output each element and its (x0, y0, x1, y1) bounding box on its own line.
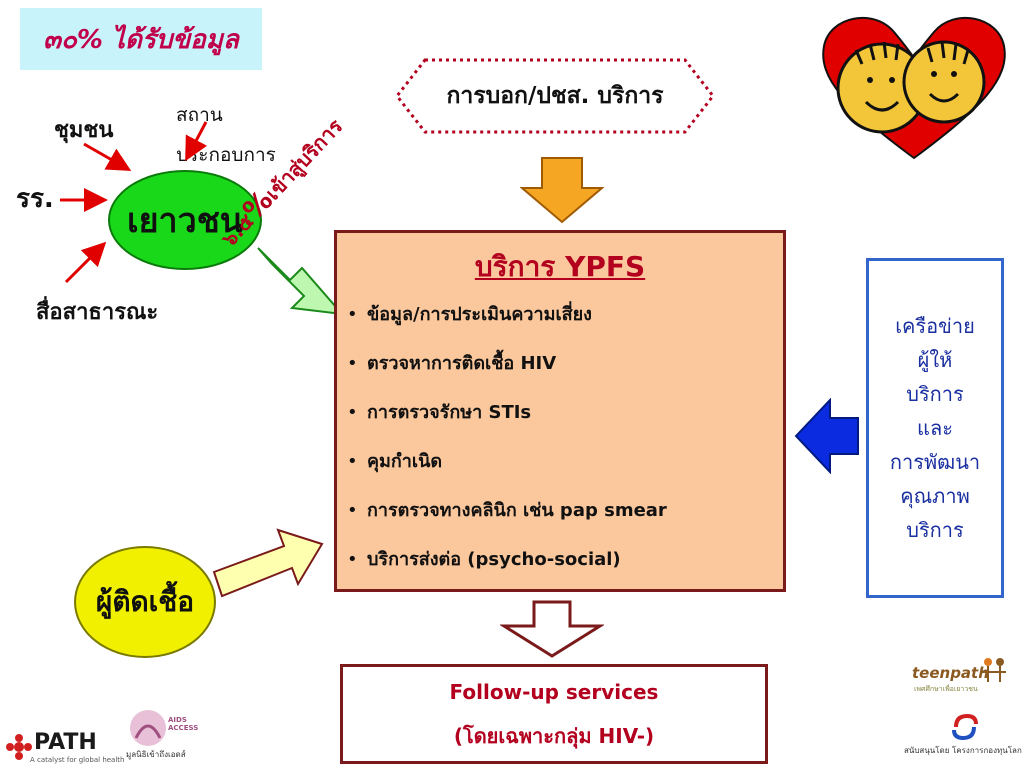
list-item: •คุมกำเนิด (347, 451, 443, 472)
sponsor-caption: สนับสนุนโดย โครงการกองทุนโลก (904, 746, 1022, 755)
network-line: และ (917, 416, 953, 440)
teenpath-subtitle: เพศศึกษาเพื่อเยาวชน (914, 685, 978, 693)
down-arrow-orange-icon (520, 157, 604, 224)
path-logo-icon (6, 734, 32, 760)
provider-hexagon-shape (395, 58, 715, 134)
ypfs-services-box: บริการ YPFS •ข้อมูล/การประเมินความเสี่ยง… (334, 230, 786, 592)
list-item: •การตรวจทางคลินิก เช่น pap smear (347, 500, 667, 521)
list-item: •ข้อมูล/การประเมินความเสี่ยง (347, 304, 592, 325)
youth-to-services-arrow (257, 247, 345, 316)
left-arrow-blue-icon (794, 398, 859, 474)
teenpath-logo-text: teenpath (912, 664, 989, 682)
network-line: เครือข่าย (895, 314, 975, 338)
followup-services-box: Follow-up services (โดยเฉพาะกลุ่ม HIV-) (340, 664, 768, 764)
source-community: ชุมชน (54, 118, 114, 143)
source-school: รร. (16, 184, 54, 214)
network-line: ผู้ให้ (917, 348, 953, 372)
sponsor-logo-icon (952, 713, 978, 741)
provider-publicity-node: การบอก/ปชส. บริการ (446, 83, 664, 109)
list-item: •บริการส่งต่อ (psycho-social) (347, 549, 621, 570)
coverage-label: ๓๐% ได้รับข้อมูล (20, 8, 262, 70)
list-item: •การตรวจรักษา STIs (347, 402, 532, 423)
ypfs-title: บริการ YPFS (474, 250, 646, 283)
down-arrow-hollow-icon (500, 600, 604, 658)
aids-access-logo-icon (130, 710, 166, 746)
arrow-media (64, 241, 107, 284)
network-line: บริการ (906, 382, 964, 406)
infected-to-services-arrow (212, 528, 324, 598)
infected-node: ผู้ติดเชื้อ (74, 546, 216, 658)
path-tagline: A catalyst for global health (30, 756, 125, 764)
path-logo-text: PATH (34, 730, 97, 755)
followup-line2: (โดยเฉพาะกลุ่ม HIV-) (453, 724, 655, 748)
network-line: บริการ (906, 518, 964, 542)
arrow-community (83, 142, 132, 171)
ypfs-service-list: •ข้อมูล/การประเมินความเสี่ยง •ตรวจหาการต… (347, 299, 667, 593)
list-item: •ตรวจหาการติดเชื้อ HIV (347, 353, 557, 374)
youth-node: เยาวชน (108, 170, 262, 270)
network-line: การพัฒนา (889, 450, 981, 474)
source-workplace-line1: สถาน (176, 104, 223, 126)
source-arrows (60, 121, 208, 284)
aids-access-caption: มูลนิธิเข้าถึงเอดส์ (126, 750, 186, 759)
network-line: คุณภาพ (900, 484, 970, 508)
aids-access-text: AIDS ACCESS (168, 716, 199, 732)
teenpath-figures-icon (982, 658, 1006, 682)
provider-network-box: เครือข่าย ผู้ให้ บริการ และ การพัฒนา คุณ… (866, 258, 1004, 598)
followup-line1: Follow-up services (449, 680, 659, 704)
source-media: สื่อสาธารณะ (36, 300, 159, 325)
arrow-workplace (185, 121, 208, 162)
heart-faces-icon (822, 17, 1006, 160)
